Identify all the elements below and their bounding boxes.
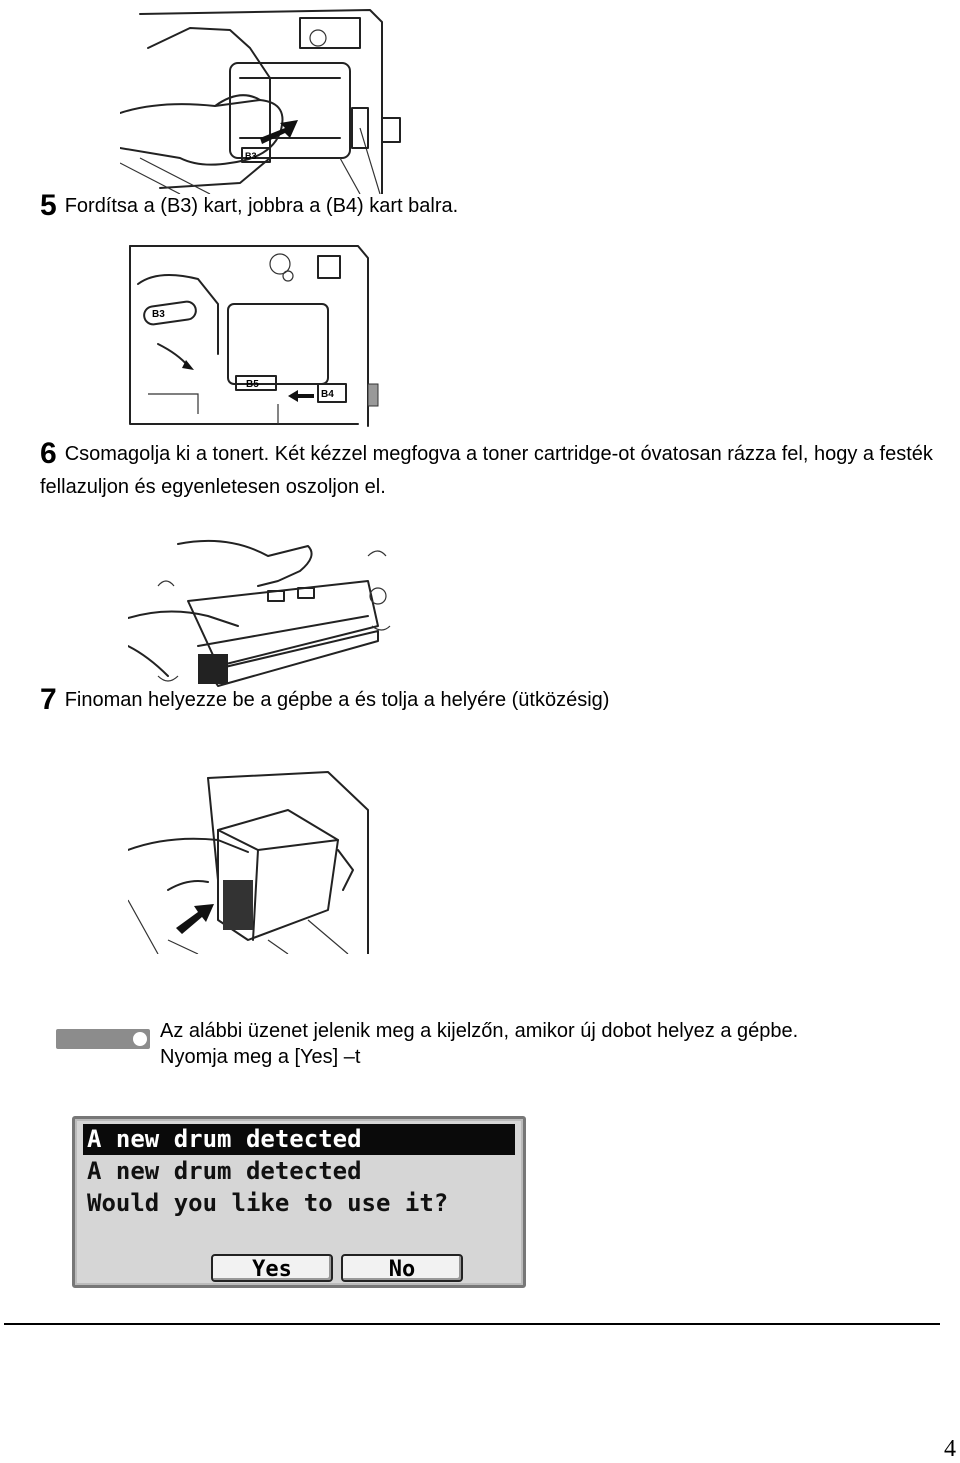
step-7: 7 Finoman helyezze be a gépbe a és tolja … — [40, 685, 610, 715]
lever-label-b5: B5 — [246, 379, 259, 390]
figure-shaking-toner — [128, 526, 394, 698]
step-6: 6 Csomagolja ki a tonert. Két kézzel megf… — [40, 439, 933, 469]
step-number: 7 — [40, 683, 57, 716]
lcd-title: A new drum detected — [83, 1124, 515, 1155]
note-text: Az alábbi üzenet jelenik meg a kijelzőn,… — [160, 1018, 920, 1070]
page-number: 4 — [944, 1436, 956, 1462]
step-text-line2: fellazuljon és egyenletesen oszoljon el. — [40, 476, 386, 498]
lcd-message-line1: A new drum detected — [87, 1157, 362, 1185]
figure-inserting-cartridge — [128, 770, 374, 954]
lcd-display: A new drum detected A new drum detected … — [72, 1116, 526, 1288]
step-text: Finoman helyezze be a gépbe a és tolja a… — [64, 689, 610, 711]
footer-rule — [4, 1323, 940, 1325]
lever-label-b3: B3 — [152, 309, 165, 320]
note-line1: Az alábbi üzenet jelenik meg a kijelzőn,… — [160, 1020, 799, 1042]
note-icon — [56, 1027, 152, 1051]
step-number: 5 — [40, 189, 57, 222]
figure-hand-turning-lever: B3 — [120, 8, 410, 194]
figure-label-b3: B3 — [245, 151, 257, 161]
yes-button[interactable]: Yes — [211, 1254, 333, 1282]
note-line2: Nyomja meg a [Yes] –t — [160, 1046, 361, 1068]
step-text-line1: Csomagolja ki a tonert. Két kézzel megfo… — [64, 443, 933, 465]
step-6-continuation: fellazuljon és egyenletesen oszoljon el. — [40, 475, 386, 499]
lever-label-b4: B4 — [321, 389, 334, 400]
step-5: 5 Fordítsa a (B3) kart, jobbra a (B4) kar… — [40, 191, 459, 221]
figure-levers-b3-b4: B3 B5 B4 — [128, 244, 380, 430]
no-button[interactable]: No — [341, 1254, 463, 1282]
step-number: 6 — [40, 437, 57, 470]
lcd-message-line2: Would you like to use it? — [87, 1189, 449, 1217]
step-text: Fordítsa a (B3) kart, jobbra a (B4) kart… — [64, 195, 459, 217]
